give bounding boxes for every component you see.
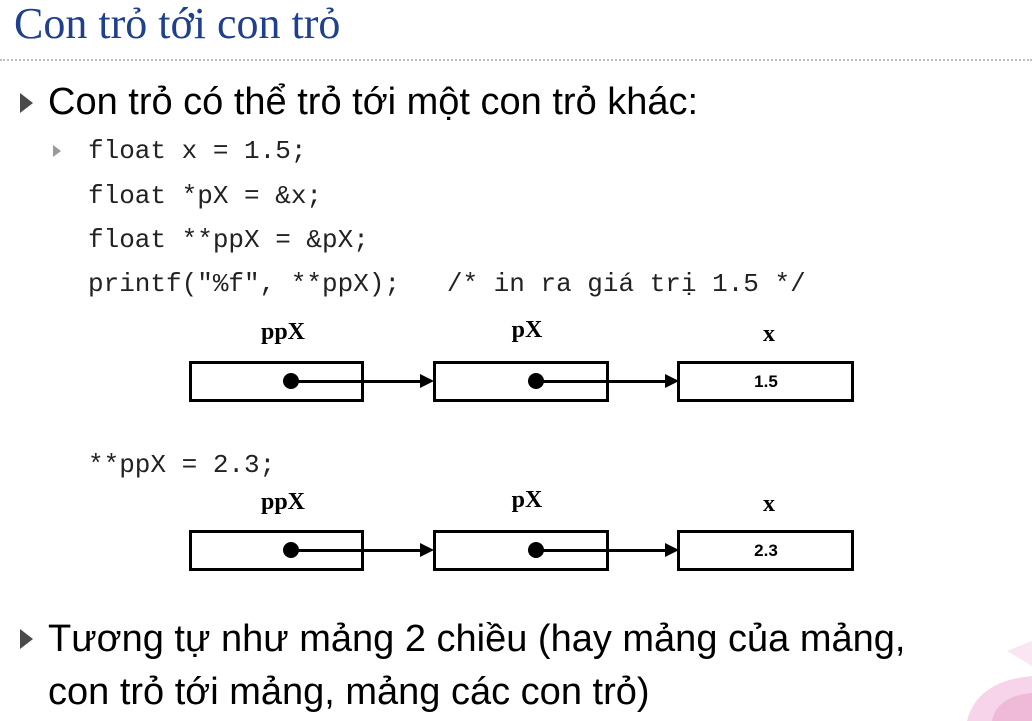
label-ppX: ppX: [260, 319, 306, 345]
sub-bullet-arrow-icon: [53, 145, 61, 157]
box-x: [677, 361, 854, 402]
title-divider: [0, 59, 1032, 61]
box-x: [677, 530, 854, 571]
code-line-1: float x = 1.5;: [88, 136, 307, 166]
bullet-text-2-line-2: con trỏ tới mảng, mảng các con trỏ): [48, 671, 650, 713]
value-x: 2.3: [754, 541, 778, 560]
bullet-arrow-icon: [20, 93, 33, 113]
pointer-line: [291, 380, 421, 383]
code-assignment: **ppX = 2.3;: [88, 450, 276, 480]
pointer-line: [536, 549, 666, 552]
label-pX: pX: [511, 487, 543, 513]
code-line-3: float **ppX = &pX;: [88, 225, 369, 255]
label-ppX: ppX: [260, 489, 306, 515]
code-line-4: printf("%f", **ppX); /* in ra giá trị 1.…: [88, 269, 806, 299]
label-x: x: [763, 491, 775, 517]
bullet-arrow-icon: [20, 629, 33, 649]
pointer-line: [536, 380, 666, 383]
slide-title: Con trỏ tới con trỏ: [14, 0, 341, 48]
arrow-head-icon: [420, 374, 434, 388]
arrow-head-icon: [665, 543, 679, 557]
corner-decoration: [937, 621, 1032, 721]
arrow-head-icon: [420, 543, 434, 557]
bullet-text-1: Con trỏ có thể trỏ tới một con trỏ khác:: [48, 81, 699, 123]
pointer-line: [291, 549, 421, 552]
arrow-head-icon: [665, 374, 679, 388]
bullet-text-2-line-1: Tương tự như mảng 2 chiều (hay mảng của …: [48, 618, 906, 660]
label-pX: pX: [511, 317, 543, 343]
label-x: x: [763, 321, 775, 347]
value-x: 1.5: [754, 372, 778, 391]
box-pX: [433, 530, 609, 571]
code-line-2: float *pX = &x;: [88, 181, 323, 211]
